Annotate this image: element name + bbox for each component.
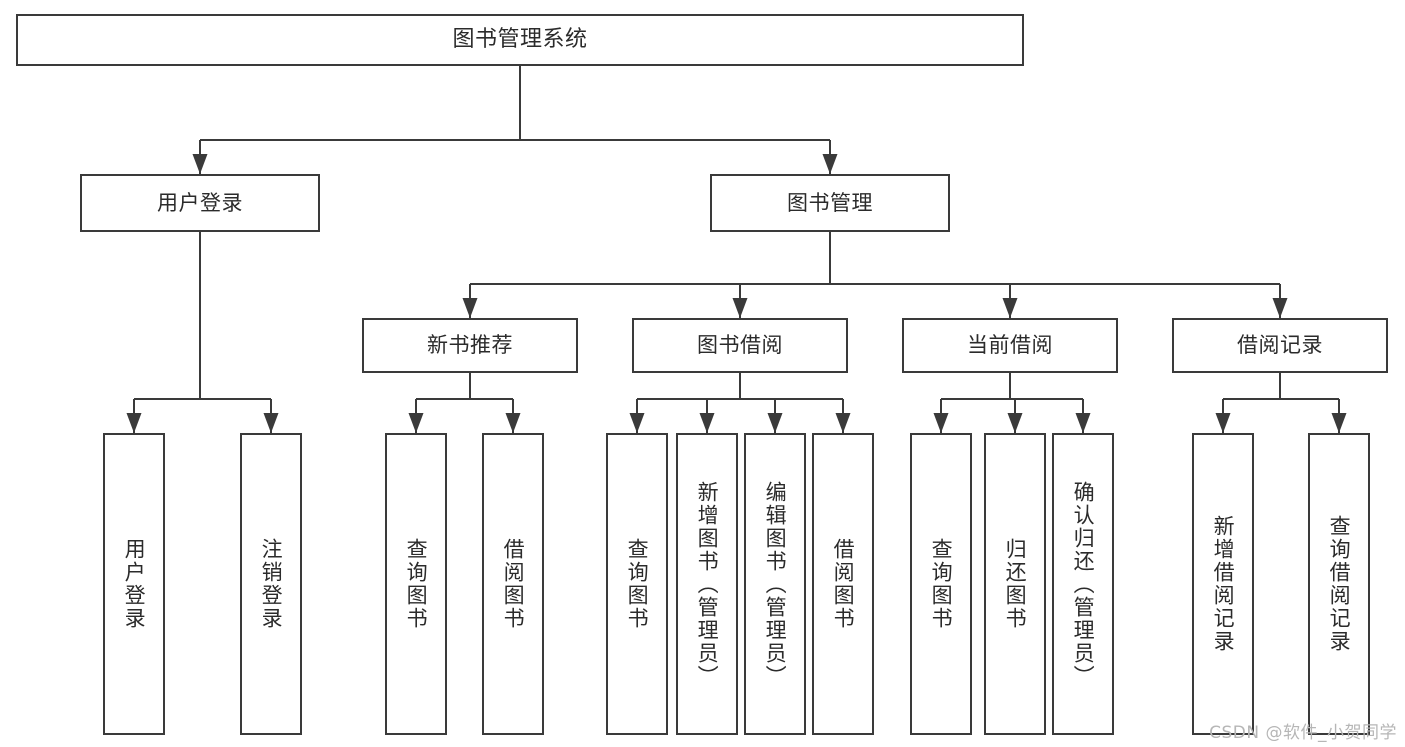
leaf-return-book[interactable]: 归还图书 [984,433,1046,735]
node-current-borrow-label: 当前借阅 [967,333,1053,358]
node-root-label: 图书管理系统 [452,27,588,53]
leaf-borrow-book-2[interactable]: 借阅图书 [812,433,874,735]
node-borrow-record-label: 借阅记录 [1237,333,1323,358]
leaf-borrow-book-1[interactable]: 借阅图书 [482,433,544,735]
node-user-login[interactable]: 用户登录 [80,174,320,232]
node-book-manage-label: 图书管理 [787,190,873,215]
leaf-confirm-return-label: 确认归还（管理员） [1071,480,1096,688]
node-user-login-label: 用户登录 [157,190,243,215]
leaf-query-borrow-record-label: 查询借阅记录 [1327,515,1352,653]
node-new-book-recommend-label: 新书推荐 [427,333,513,358]
leaf-query-book-2-label: 查询图书 [625,538,650,630]
node-book-borrow[interactable]: 图书借阅 [632,318,848,373]
node-root[interactable]: 图书管理系统 [16,14,1024,66]
leaf-user-login[interactable]: 用户登录 [103,433,165,735]
leaf-edit-book[interactable]: 编辑图书（管理员） [744,433,806,735]
leaf-query-book-3[interactable]: 查询图书 [910,433,972,735]
node-book-manage[interactable]: 图书管理 [710,174,950,232]
leaf-query-borrow-record[interactable]: 查询借阅记录 [1308,433,1370,735]
node-new-book-recommend[interactable]: 新书推荐 [362,318,578,373]
leaf-query-book-3-label: 查询图书 [929,538,954,630]
leaf-borrow-book-1-label: 借阅图书 [501,538,526,630]
leaf-user-logout[interactable]: 注销登录 [240,433,302,735]
leaf-add-book-label: 新增图书（管理员） [695,480,720,688]
leaf-edit-book-label: 编辑图书（管理员） [763,480,788,688]
leaf-query-book-2[interactable]: 查询图书 [606,433,668,735]
leaf-query-book-1-label: 查询图书 [404,538,429,630]
leaf-add-borrow-record[interactable]: 新增借阅记录 [1192,433,1254,735]
leaf-borrow-book-2-label: 借阅图书 [831,538,856,630]
leaf-query-book-1[interactable]: 查询图书 [385,433,447,735]
node-current-borrow[interactable]: 当前借阅 [902,318,1118,373]
node-book-borrow-label: 图书借阅 [697,333,783,358]
leaf-add-book[interactable]: 新增图书（管理员） [676,433,738,735]
node-borrow-record[interactable]: 借阅记录 [1172,318,1388,373]
leaf-confirm-return[interactable]: 确认归还（管理员） [1052,433,1114,735]
leaf-return-book-label: 归还图书 [1003,538,1028,630]
leaf-add-borrow-record-label: 新增借阅记录 [1211,515,1236,653]
leaf-user-login-label: 用户登录 [122,538,147,630]
leaf-user-logout-label: 注销登录 [259,538,284,630]
